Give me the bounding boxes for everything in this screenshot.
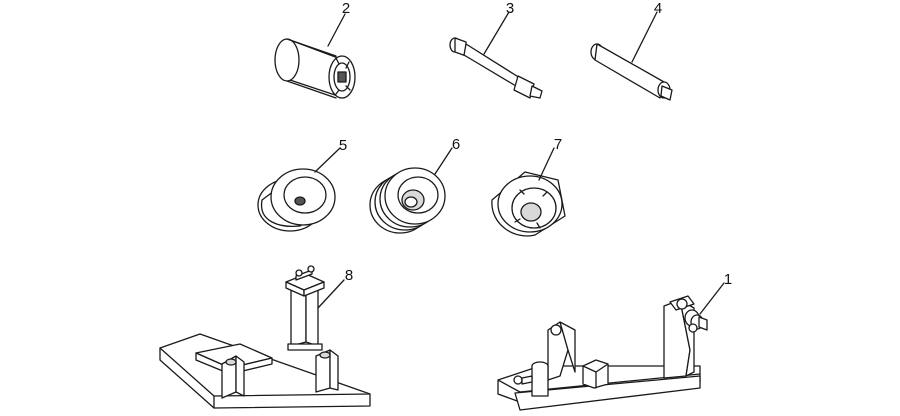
part-4-round-pin: 4 — [590, 0, 673, 101]
callout-4: 4 — [654, 0, 662, 17]
part-8-support-plate: 8 — [159, 265, 371, 409]
part-1-engine-support-stand: 1 — [497, 271, 732, 411]
part-2-slotted-socket: 2 — [274, 0, 356, 99]
callout-3: 3 — [506, 0, 514, 17]
part-6-grooved-disc: 6 — [369, 136, 460, 234]
callout-8: 8 — [345, 267, 353, 284]
part-7-ring-nut-socket: 7 — [491, 136, 566, 237]
callout-2: 2 — [342, 0, 350, 17]
callout-6: 6 — [452, 136, 460, 153]
part-3-threaded-pin: 3 — [449, 0, 543, 99]
callout-7: 7 — [554, 136, 562, 153]
part-5-flat-disc: 5 — [257, 137, 347, 232]
callout-1: 1 — [724, 271, 732, 288]
callout-5: 5 — [339, 137, 347, 154]
